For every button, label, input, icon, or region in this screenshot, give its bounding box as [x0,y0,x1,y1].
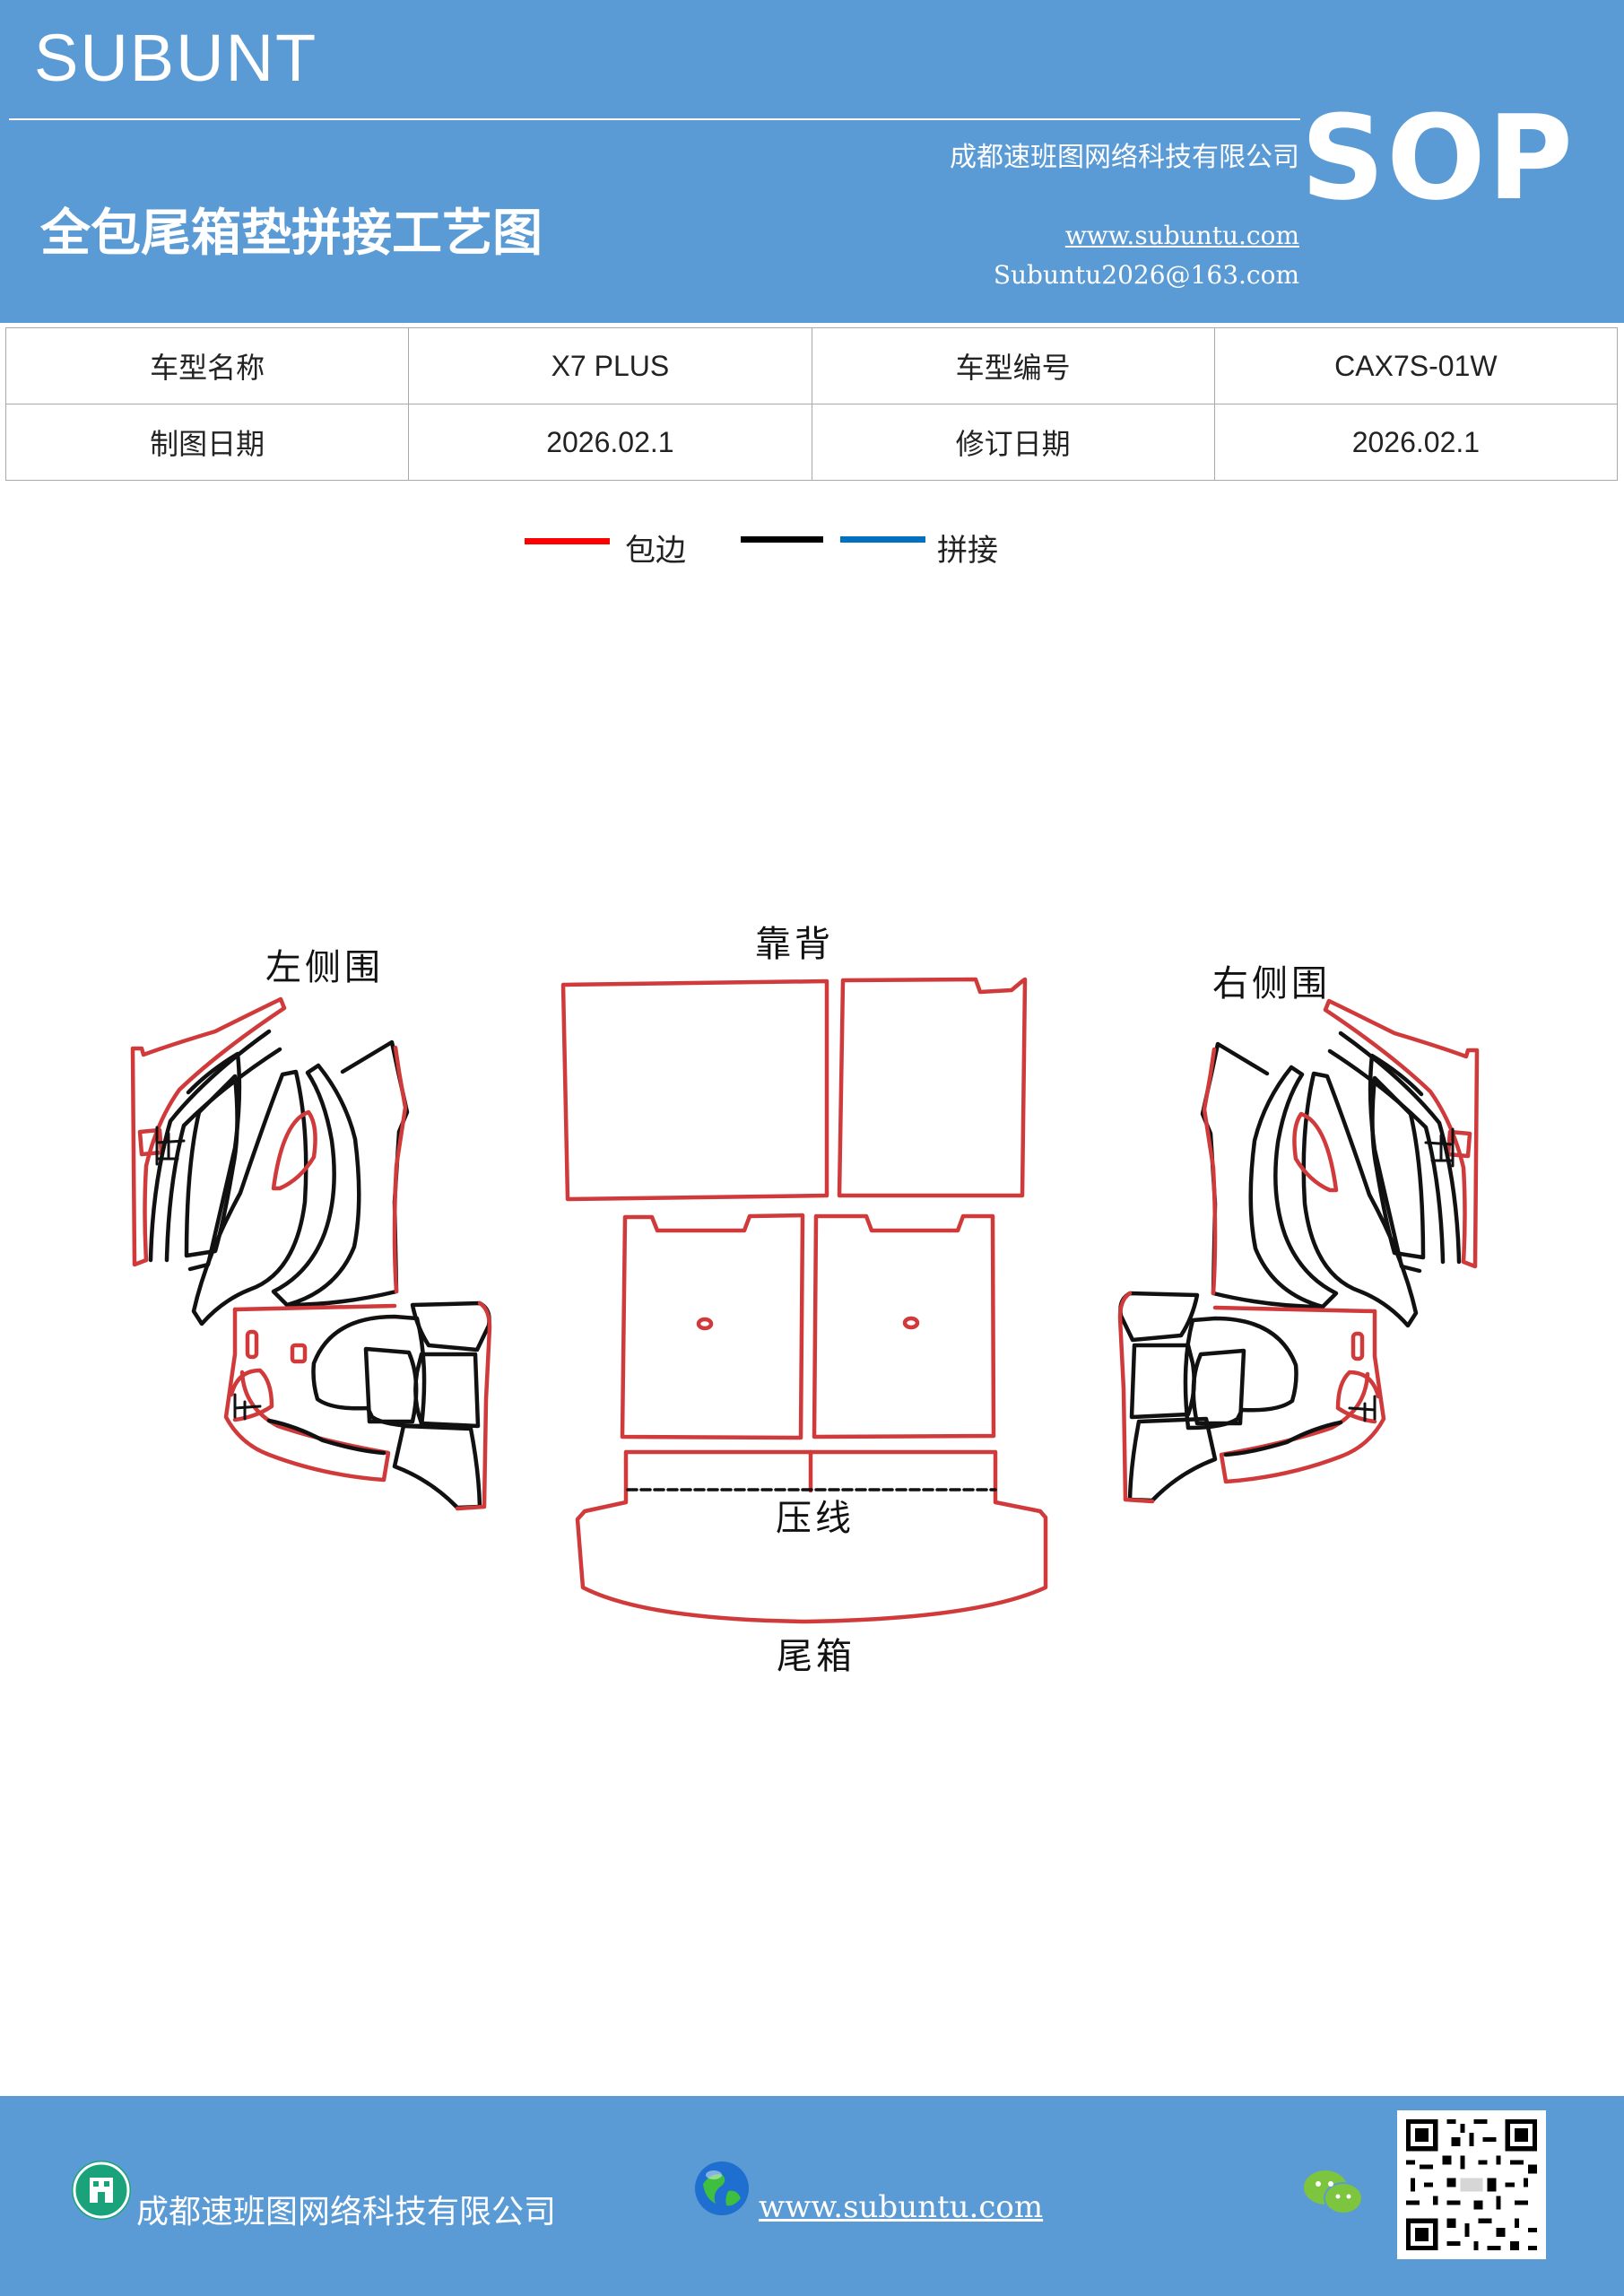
right-wall-center-piece [1301,1071,1419,1328]
right-wall-joint-mark-1 [1424,1127,1455,1168]
right-wall-arch [1183,1316,1298,1431]
left-wall-hole-1 [245,1329,259,1360]
right-side-wall [1117,998,1480,1504]
left-wall-cap-1 [410,1300,491,1352]
left-wall-hole-2 [290,1343,308,1364]
header-divider [9,118,1300,120]
label-trunk: 尾箱 [777,1636,855,1677]
right-wall-cap-2 [1191,1348,1246,1426]
left-wall-seam-inner-2 [164,1047,282,1263]
left-wall-slot [271,1109,317,1191]
qr-code[interactable] [1397,2110,1546,2259]
globe-icon [692,2159,751,2218]
document-title: 全包尾箱垫拼接工艺图 [40,204,543,263]
drawing-date-value: 2026.02.1 [408,404,812,481]
model-name-label: 车型名称 [4,327,410,404]
label-right-side-wall: 右侧围 [1212,963,1331,1004]
footer-company: 成都速班图网络科技有限公司 [136,2194,557,2231]
sop-badge: SOP [1300,90,1575,226]
left-wall-cap-2 [363,1346,419,1424]
seat-right-panel [812,1213,996,1439]
right-wall-side-edge [1117,1291,1155,1504]
model-name-value: X7 PLUS [408,327,812,404]
right-wall-cap-1 [1118,1291,1200,1343]
left-wall-lower-curve [266,1418,386,1456]
trunk-panel [575,1449,1048,1624]
seat-right-hole [902,1316,920,1330]
left-wall-cap-4 [392,1423,482,1510]
legend-edge-label: 包边 [625,533,686,569]
right-wall-cap-3 [1129,1343,1196,1420]
model-code-label: 车型编号 [811,327,1215,404]
left-wall-lower-panel [223,1307,391,1483]
right-wall-joint-mark-2 [1348,1395,1376,1422]
wechat-icon [1302,2166,1365,2220]
header-website-link[interactable]: www.subuntu.com [1064,221,1299,250]
legend-red-swatch [525,538,610,544]
left-wall-bracket [229,1368,274,1422]
model-code-value: CAX7S-01W [1213,327,1619,404]
seat-left-hole [696,1317,714,1331]
legend-blue-swatch [840,536,925,543]
building-icon [72,2161,131,2220]
right-wall-lower-outline [1202,1047,1377,1314]
revision-date-value: 2026.02.1 [1213,404,1619,481]
drawing-date-label: 制图日期 [4,404,410,481]
table-row: 车型名称 X7 PLUS 车型编号 CAX7S-01W [4,327,1619,404]
legend-seam-label: 拼接 [937,533,998,569]
revision-date-label: 修订日期 [811,404,1215,481]
table-row: 制图日期 2026.02.1 修订日期 2026.02.1 [4,404,1619,481]
vehicle-info-table: 车型名称 X7 PLUS 车型编号 CAX7S-01W 制图日期 2026.02… [4,327,1619,481]
backrest-right-panel [837,977,1028,1198]
left-wall-lower-outline [232,1045,408,1312]
header-band: SUBUNT 成都速班图网络科技有限公司 全包尾箱垫拼接工艺图 www.subu… [0,0,1624,323]
seat-left-panel [620,1213,805,1440]
left-wall-cap-3 [413,1352,481,1429]
footer-band: 成都速班图网络科技有限公司 www.subuntu.com [0,2096,1624,2296]
label-press-line: 压线 [776,1498,855,1539]
right-wall-hole-1 [1350,1331,1365,1361]
right-wall-upper-outline [1323,998,1480,1269]
label-backrest: 靠背 [755,924,834,965]
left-wall-side-edge [455,1300,492,1511]
right-wall-lower-panel [1219,1309,1386,1484]
right-wall-bracket [1335,1370,1381,1424]
right-wall-strip-2 [1368,1053,1424,1274]
backrest-left-panel [560,978,829,1202]
legend-black-swatch [741,536,823,543]
left-wall-joint-mark-2 [233,1393,262,1421]
right-wall-slot [1292,1111,1339,1193]
right-wall-lower-curve [1223,1420,1343,1457]
left-wall-upper-outline [130,996,287,1267]
label-left-side-wall: 左侧围 [265,947,384,988]
left-wall-curved-strip [271,1063,361,1308]
header-company: 成都速班图网络科技有限公司 [950,142,1299,173]
right-wall-curved-strip [1248,1065,1339,1309]
left-wall-joint-mark-1 [155,1126,186,1166]
right-wall-cap-4 [1127,1416,1218,1503]
header-email: Subuntu2026@163.com [993,260,1299,290]
left-wall-strip-2 [186,1051,242,1272]
footer-website-link[interactable]: www.subuntu.com [759,2189,1044,2225]
left-wall-center-piece [191,1069,308,1326]
right-wall-seam-inner-2 [1327,1048,1446,1265]
left-side-wall [130,996,492,1511]
brand-name: SUBUNT [34,21,318,95]
